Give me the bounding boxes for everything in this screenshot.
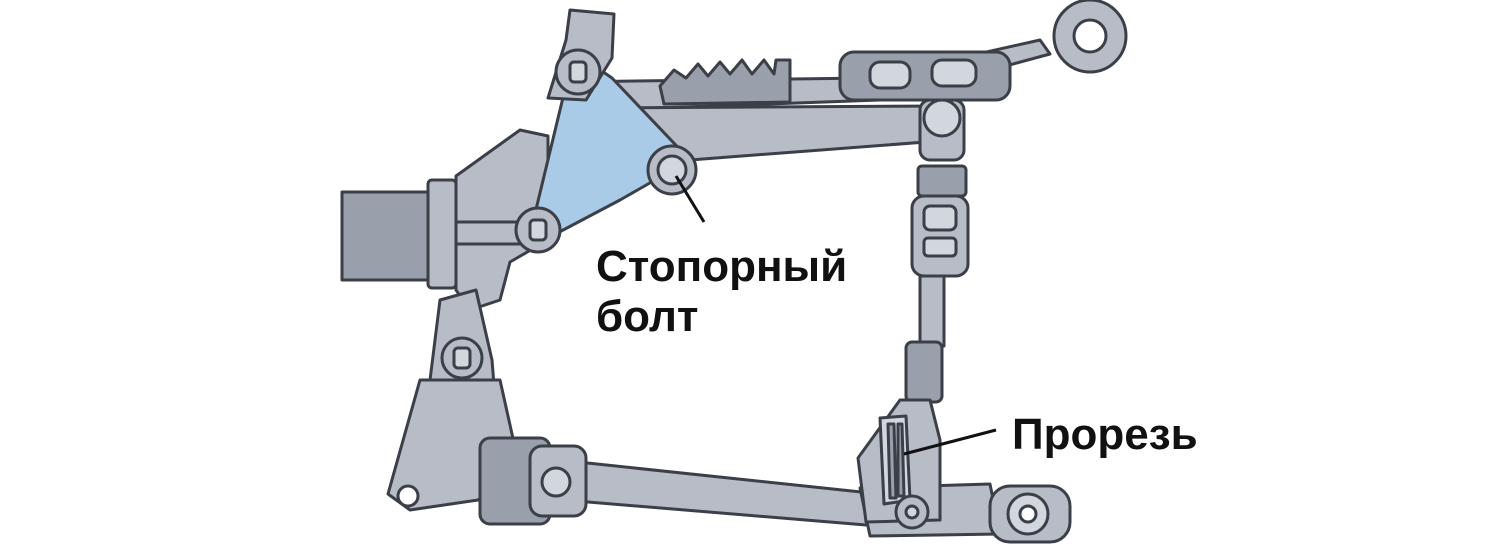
slotted-bracket: [856, 398, 942, 530]
top-link-eye: [1052, 0, 1128, 74]
stop-bolt: [646, 144, 698, 196]
stop-bolt-label: Стопорный болт: [596, 242, 847, 342]
slot-leader: [903, 428, 997, 456]
mounting-bracket: [340, 128, 550, 312]
slot-label: Прорезь: [1012, 410, 1198, 459]
lift-rod: [904, 98, 970, 404]
lower-arm: [478, 436, 1072, 544]
plate-pins: [514, 48, 602, 254]
stop-bolt-label-line1: Стопорный: [596, 242, 848, 291]
leader-lines: [674, 175, 997, 456]
stop-bolt-label-line2: болт: [596, 292, 699, 341]
stop-bolt-leader: [674, 175, 706, 223]
